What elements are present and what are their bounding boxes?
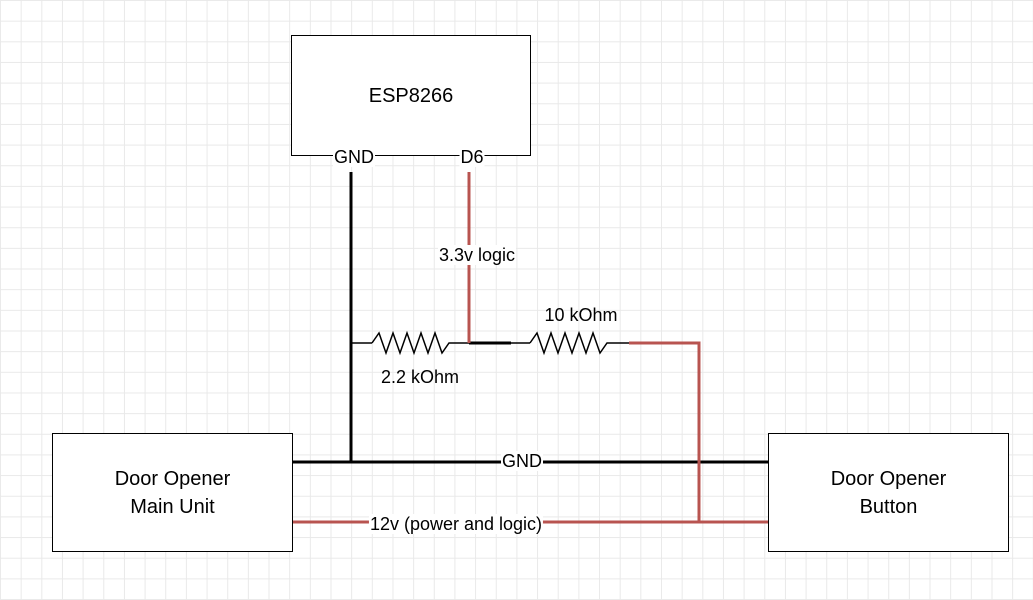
power-wire-label: 12v (power and logic): [368, 514, 544, 534]
door-opener-button-block: Door Opener Button: [768, 433, 1009, 552]
esp-gnd-pin-label: GND: [333, 147, 375, 167]
resistor-10k-symbol: [529, 330, 629, 356]
resistor-10k-label: 10 kOhm: [544, 305, 618, 325]
resistor-2-2k-label: 2.2 kOhm: [380, 367, 460, 387]
esp8266-block: ESP8266: [291, 35, 531, 156]
button-label: Door Opener Button: [830, 467, 947, 518]
main-unit-label: Door Opener Main Unit: [114, 467, 231, 518]
button-signal-wire: [629, 341, 701, 522]
logic-wire-label: 3.3v logic: [437, 245, 517, 265]
gnd-bus-label: GND: [501, 451, 543, 471]
resistor-2-2k-symbol: [371, 330, 469, 356]
esp-d6-pin-label: D6: [459, 147, 485, 167]
door-opener-main-unit-block: Door Opener Main Unit: [52, 433, 293, 552]
esp8266-label: ESP8266: [368, 84, 454, 107]
